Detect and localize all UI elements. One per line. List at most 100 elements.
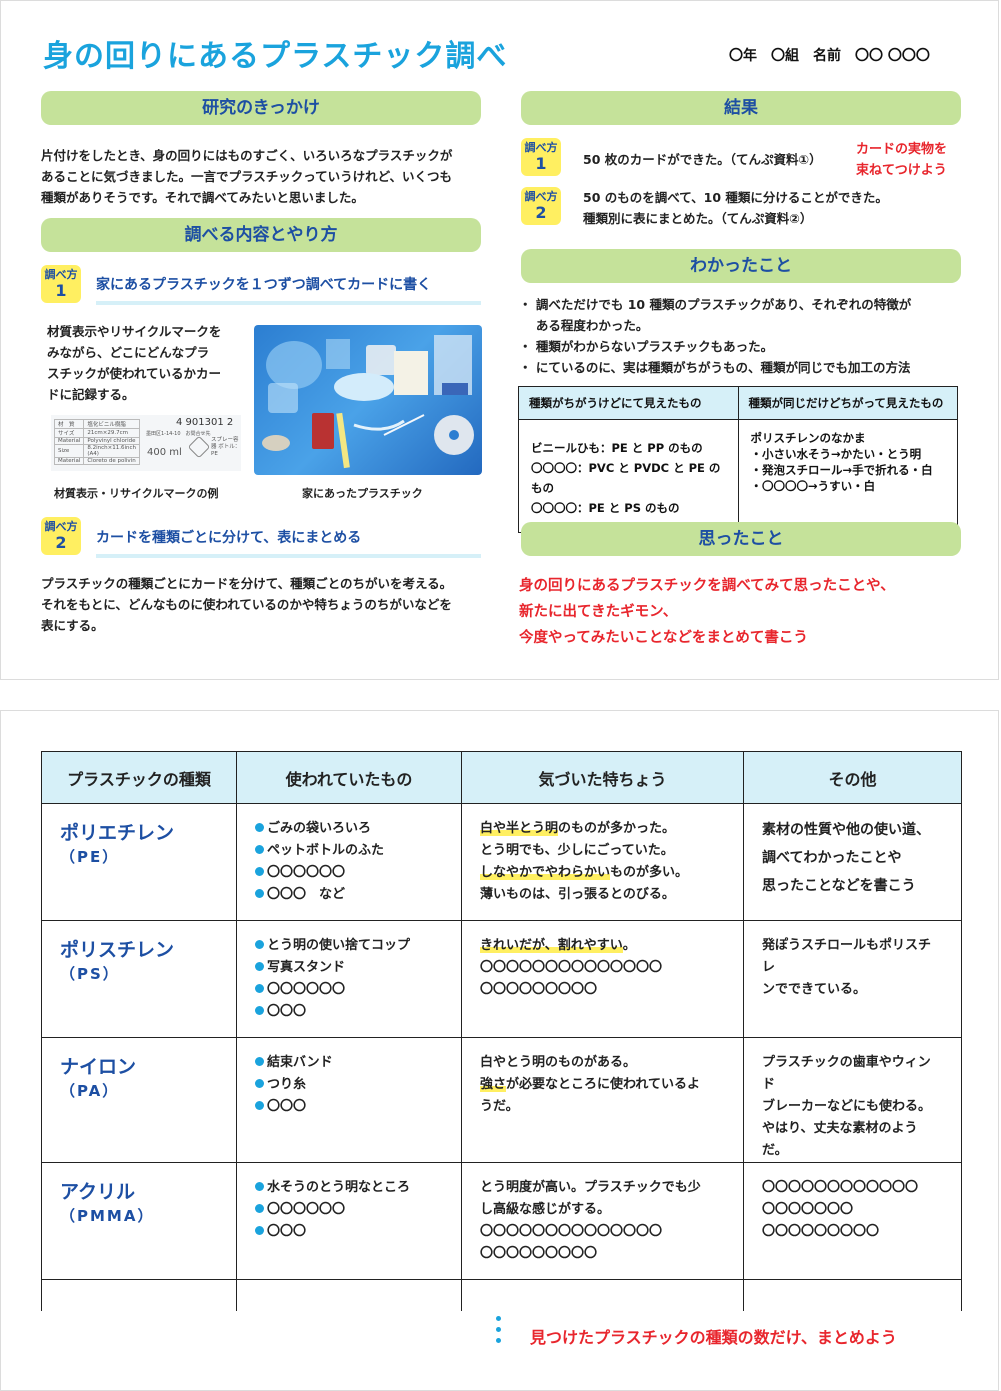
text-line: ドに記録する。: [47, 387, 135, 402]
use-item: 結束バンド: [255, 1052, 443, 1074]
text-line: みながら、どこにどんなプラ: [47, 345, 210, 360]
text-line: 束ねてつけよう: [856, 163, 947, 178]
header-features: 気づいた特ちょう: [461, 751, 744, 804]
page-title: 身の回りにあるプラスチック調べ: [43, 39, 508, 74]
comparison-cell-left: ビニールひも：PE と PP のもの 〇〇〇〇：PVC と PVDC と PE …: [518, 419, 739, 533]
use-item: ごみの袋いろいろ: [255, 818, 443, 840]
plastic-name: ポリエチレン: [60, 822, 175, 844]
text-line: 材質表示やリサイクルマークを: [47, 324, 222, 339]
feature-line: 〇〇〇〇〇〇〇〇〇: [480, 1246, 598, 1261]
text-line: それをもとに、どんなものに使われているのかや特ちょうのちがいなどを: [41, 597, 452, 612]
bullet-dot-icon: [255, 1057, 264, 1066]
use-item: 写真スタンド: [255, 957, 443, 979]
text-line: プラスチックの種類ごとにカードを分けて、種類ごとのちがいを考える。: [41, 576, 453, 591]
feature-line: し高級な感じがする。: [480, 1202, 611, 1217]
plastic-abbr: （PE）: [60, 848, 120, 866]
bullet-dot-icon: [255, 984, 264, 993]
feature-line: 〇〇〇〇〇〇〇〇〇〇〇〇〇〇: [480, 960, 663, 975]
bullet-dot-icon: [255, 962, 264, 971]
comparison-cell-right: ポリスチレンのなかま ・小さい水そう→かたい・とう明 ・発泡スチロール→手で折れ…: [737, 419, 958, 533]
bullet-line: ある程度わかった。: [519, 318, 649, 333]
text-line: あることに気づきました。一言でプラスチックっていうけれど、いくつも: [41, 169, 453, 184]
plastic-items-illustration: [262, 335, 474, 469]
use-item: 〇〇〇 など: [255, 884, 443, 906]
comparison-table: 種類がちがうけどにて見えたもの 種類が同じだけどちがって見えたもの ビニールひも…: [518, 386, 958, 533]
text-line: 調べてわかったことや: [762, 850, 902, 866]
bullet-dot-icon: [255, 1079, 264, 1088]
bullet-dot-icon: [255, 1101, 264, 1110]
uses-cell: 水そうのとう明なところ 〇〇〇〇〇〇 〇〇〇: [236, 1162, 462, 1280]
text-line: ブレーカーなどにも使わる。: [762, 1099, 932, 1114]
recycle-text: スプレー容器 ボトル：PE: [211, 437, 241, 457]
heading-thoughts: 思ったこと: [521, 522, 961, 556]
result-tag-1: 調べ方 1: [521, 138, 561, 176]
text-line: ・〇〇〇〇→うすい・白: [750, 479, 876, 493]
type-cell: ナイロン （PA）: [41, 1037, 237, 1163]
feature-line: 〇〇〇〇〇〇〇〇〇〇〇〇〇〇: [480, 1224, 663, 1239]
step1-title: 家にあるプラスチックを１つずつ調べてカードに書く: [96, 274, 481, 305]
text-line: 〇〇〇〇〇〇〇〇〇〇〇〇: [762, 1180, 919, 1195]
heading-kikkake: 研究のきっかけ: [41, 91, 481, 125]
step2-title: カードを種類ごとに分けて、表にまとめる: [96, 527, 481, 558]
empty-cell: [743, 1279, 962, 1311]
text-line: 今度やってみたいことなどをまとめて書こう: [519, 630, 808, 646]
plastic-abbr: （PA）: [60, 1082, 120, 1100]
text-line: 〇〇〇〇：PVC と PVDC と PE のもの: [531, 461, 721, 495]
text-line: 片付けをしたとき、身の回りにはものすごく、いろいろなプラスチックが: [41, 148, 453, 163]
text-line: やはり、丈夫な素材のようだ。: [762, 1121, 918, 1158]
barcode-number: 4 901301 2: [176, 417, 234, 428]
text-line: ・発泡スチロール→手で折れる・白: [750, 463, 933, 477]
plastic-name: ポリスチレン: [60, 939, 175, 961]
plastic-name: ナイロン: [60, 1056, 137, 1078]
tag-label: 調べ方: [524, 190, 558, 203]
step2-text: プラスチックの種類ごとにカードを分けて、種類ごとのちがいを考える。 それをもとに…: [41, 573, 501, 636]
uses-cell: とう明の使い捨てコップ 写真スタンド 〇〇〇〇〇〇 〇〇〇: [236, 920, 462, 1038]
feature-line: うだ。: [480, 1099, 519, 1114]
use-item: ペットボトルのふた: [255, 840, 443, 862]
address-text: 墨田区1-14-10 お問合せ先: [146, 431, 211, 437]
heading-results: 結果: [521, 91, 961, 125]
text-line: ・小さい水そう→かたい・とう明: [750, 447, 922, 461]
feature-line: しなやかでやわらかいものが多い。: [480, 865, 689, 880]
bullet-line: ・ 調べただけでも 10 種類のプラスチックがあり、それぞれの特徴が: [519, 297, 912, 312]
page-2: プラスチックの種類 使われていたもの 気づいた特ちょう その他 ポリエチレン （…: [0, 710, 999, 1391]
result-1-text: 50 枚のカードができた。（てんぷ資料①）: [583, 152, 822, 167]
features-cell: 白や半とう明のものが多かった。 とう明でも、少しにごっていた。 しなやかでやわら…: [461, 803, 744, 921]
text-line: ンでできている。: [762, 982, 867, 997]
bullet-dot-icon: [255, 1226, 264, 1235]
tag-label: 調べ方: [44, 520, 78, 533]
features-cell: きれいだが、割れやすい。 〇〇〇〇〇〇〇〇〇〇〇〇〇〇 〇〇〇〇〇〇〇〇〇: [461, 920, 744, 1038]
text-line: 新たに出てきたギモン、: [519, 604, 678, 620]
text-line: カードの実物を: [856, 142, 948, 157]
result-2-text: 50 のものを調べて、10 種類に分けることができた。 種類別に表にまとめた。（…: [583, 187, 888, 229]
vertical-dots-icon: [496, 1316, 502, 1349]
method-tag-2: 調べ方 2: [41, 517, 81, 555]
thoughts-text: 身の回りにあるプラスチックを調べてみて思ったことや、 新たに出てきたギモン、 今…: [519, 573, 895, 651]
feature-line: 薄いものは、引っ張るとのびる。: [480, 887, 675, 902]
bullet-line: ・ にているのに、実は種類がちがうもの、種類が同じでも加工の方法: [519, 360, 911, 375]
text-line: ビニールひも：PE と PP のもの: [531, 441, 703, 455]
bullet-dot-icon: [255, 1204, 264, 1213]
use-item: 〇〇〇〇〇〇: [255, 979, 443, 1001]
tag-label: 調べ方: [524, 141, 558, 154]
bullet-dot-icon: [255, 889, 264, 898]
use-item: つり糸: [255, 1074, 443, 1096]
text-line: 〇〇〇〇〇〇〇: [762, 1202, 854, 1217]
uses-cell: 結束バンド つり糸 〇〇〇: [236, 1037, 462, 1163]
use-item: 水そうのとう明なところ: [255, 1177, 443, 1199]
use-item: 〇〇〇〇〇〇: [255, 862, 443, 884]
uses-cell: ごみの袋いろいろ ペットボトルのふた 〇〇〇〇〇〇 〇〇〇 など: [236, 803, 462, 921]
type-cell: ポリエチレン （PE）: [41, 803, 237, 921]
plastic-abbr: （PS）: [60, 965, 120, 983]
text-line: 発ぽうスチロールもポリスチレ: [762, 938, 932, 975]
bullet-dot-icon: [255, 1182, 264, 1191]
learned-bullets: ・ 調べただけでも 10 種類のプラスチックがあり、それぞれの特徴が ある程度わ…: [519, 294, 969, 378]
feature-line: 白やとう明のものがある。: [480, 1055, 637, 1070]
plastic-items-photo: [254, 325, 482, 475]
feature-line: とう明でも、少しにごっていた。: [480, 843, 674, 858]
features-cell: 白やとう明のものがある。 強さが必要なところに使われているよ うだ。: [461, 1037, 744, 1163]
other-cell: プラスチックの歯車やウィンド ブレーカーなどにも使わる。 やはり、丈夫な素材のよ…: [743, 1037, 962, 1163]
comparison-header-right: 種類が同じだけどちがって見えたもの: [737, 386, 958, 420]
tag-label: 調べ方: [44, 268, 78, 281]
text-line: ポリスチレンのなかま: [750, 431, 866, 445]
